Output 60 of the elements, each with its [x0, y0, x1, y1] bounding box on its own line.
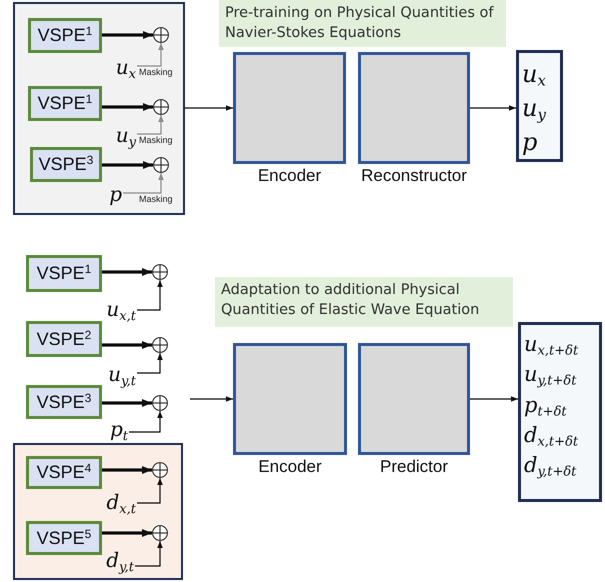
output-variable: u$_{y}$	[522, 93, 547, 123]
arrow	[102, 31, 153, 39]
output-variable: d$_{y,t+δt}$	[524, 452, 578, 478]
stage-title-band: Pre-training on Physical Quantities of Navier-Stokes Equations	[219, 0, 506, 47]
output-variable: p$_{t+δt}$	[524, 392, 568, 418]
sum-circle	[152, 525, 168, 541]
embedding-box: VSPE$^{3}$	[26, 385, 102, 419]
arrow	[185, 105, 233, 111]
arrow	[102, 466, 152, 474]
embedding-box: VSPE$^{5}$	[26, 521, 102, 555]
block-label: Encoder	[258, 457, 322, 477]
stage-title-band: Adaptation to additional Physical Quantities of Elastic Wave Equation	[215, 277, 513, 327]
edge-label: Masking	[139, 68, 173, 77]
embedding-box: VSPE$^{1}$	[28, 18, 102, 53]
arrow	[102, 268, 152, 276]
arrow	[470, 105, 516, 111]
sum-circle	[152, 395, 168, 411]
arrow	[135, 541, 163, 567]
arrow	[137, 280, 163, 311]
output-box	[516, 50, 563, 162]
arrow	[137, 353, 163, 374]
sum-circle	[153, 99, 169, 115]
input-group-panel	[13, 2, 185, 215]
edge-label: Masking	[139, 136, 173, 145]
output-variable: p	[522, 127, 538, 157]
edge-label: Masking	[139, 195, 173, 204]
output-variable: u$_{x}$	[522, 59, 547, 89]
arrow	[102, 161, 153, 169]
output-box	[518, 322, 602, 502]
output-variable: d$_{x,t+δt}$	[524, 422, 580, 448]
arrow	[190, 396, 233, 402]
block-label: Encoder	[258, 166, 322, 186]
arrow	[102, 529, 152, 537]
block-label: Predictor	[380, 457, 448, 477]
arrow	[137, 115, 164, 135]
sum-circle	[153, 27, 169, 43]
arrow	[102, 103, 153, 111]
sum-circle	[152, 337, 168, 353]
embedding-box: VSPE$^{1}$	[26, 255, 102, 292]
embedding-box: VSPE$^{1}$	[28, 86, 102, 121]
arrow	[137, 478, 163, 504]
input-group-panel	[13, 443, 183, 580]
output-variable: u$_{y,t+δt}$	[524, 361, 578, 388]
arrow	[102, 341, 152, 349]
output-variable: u$_{x,t+δt}$	[524, 331, 580, 358]
variable-label: p$_{t}$	[96, 419, 128, 439]
variable-label: u$_{x}$	[98, 55, 136, 77]
sum-circle	[152, 462, 168, 478]
sum-circle	[152, 264, 168, 280]
arrow	[123, 173, 164, 194]
arrow	[137, 43, 164, 67]
arrow	[129, 411, 163, 433]
embedding-box: VSPE$^{3}$	[30, 147, 102, 182]
variable-label: p	[98, 182, 122, 204]
arrow	[470, 396, 518, 402]
embedding-box: VSPE$^{4}$	[26, 456, 102, 489]
embedding-box: VSPE$^{2}$	[26, 321, 102, 357]
block-label: Reconstructor	[361, 166, 467, 186]
arrow	[102, 399, 152, 407]
sum-circle	[153, 157, 169, 173]
